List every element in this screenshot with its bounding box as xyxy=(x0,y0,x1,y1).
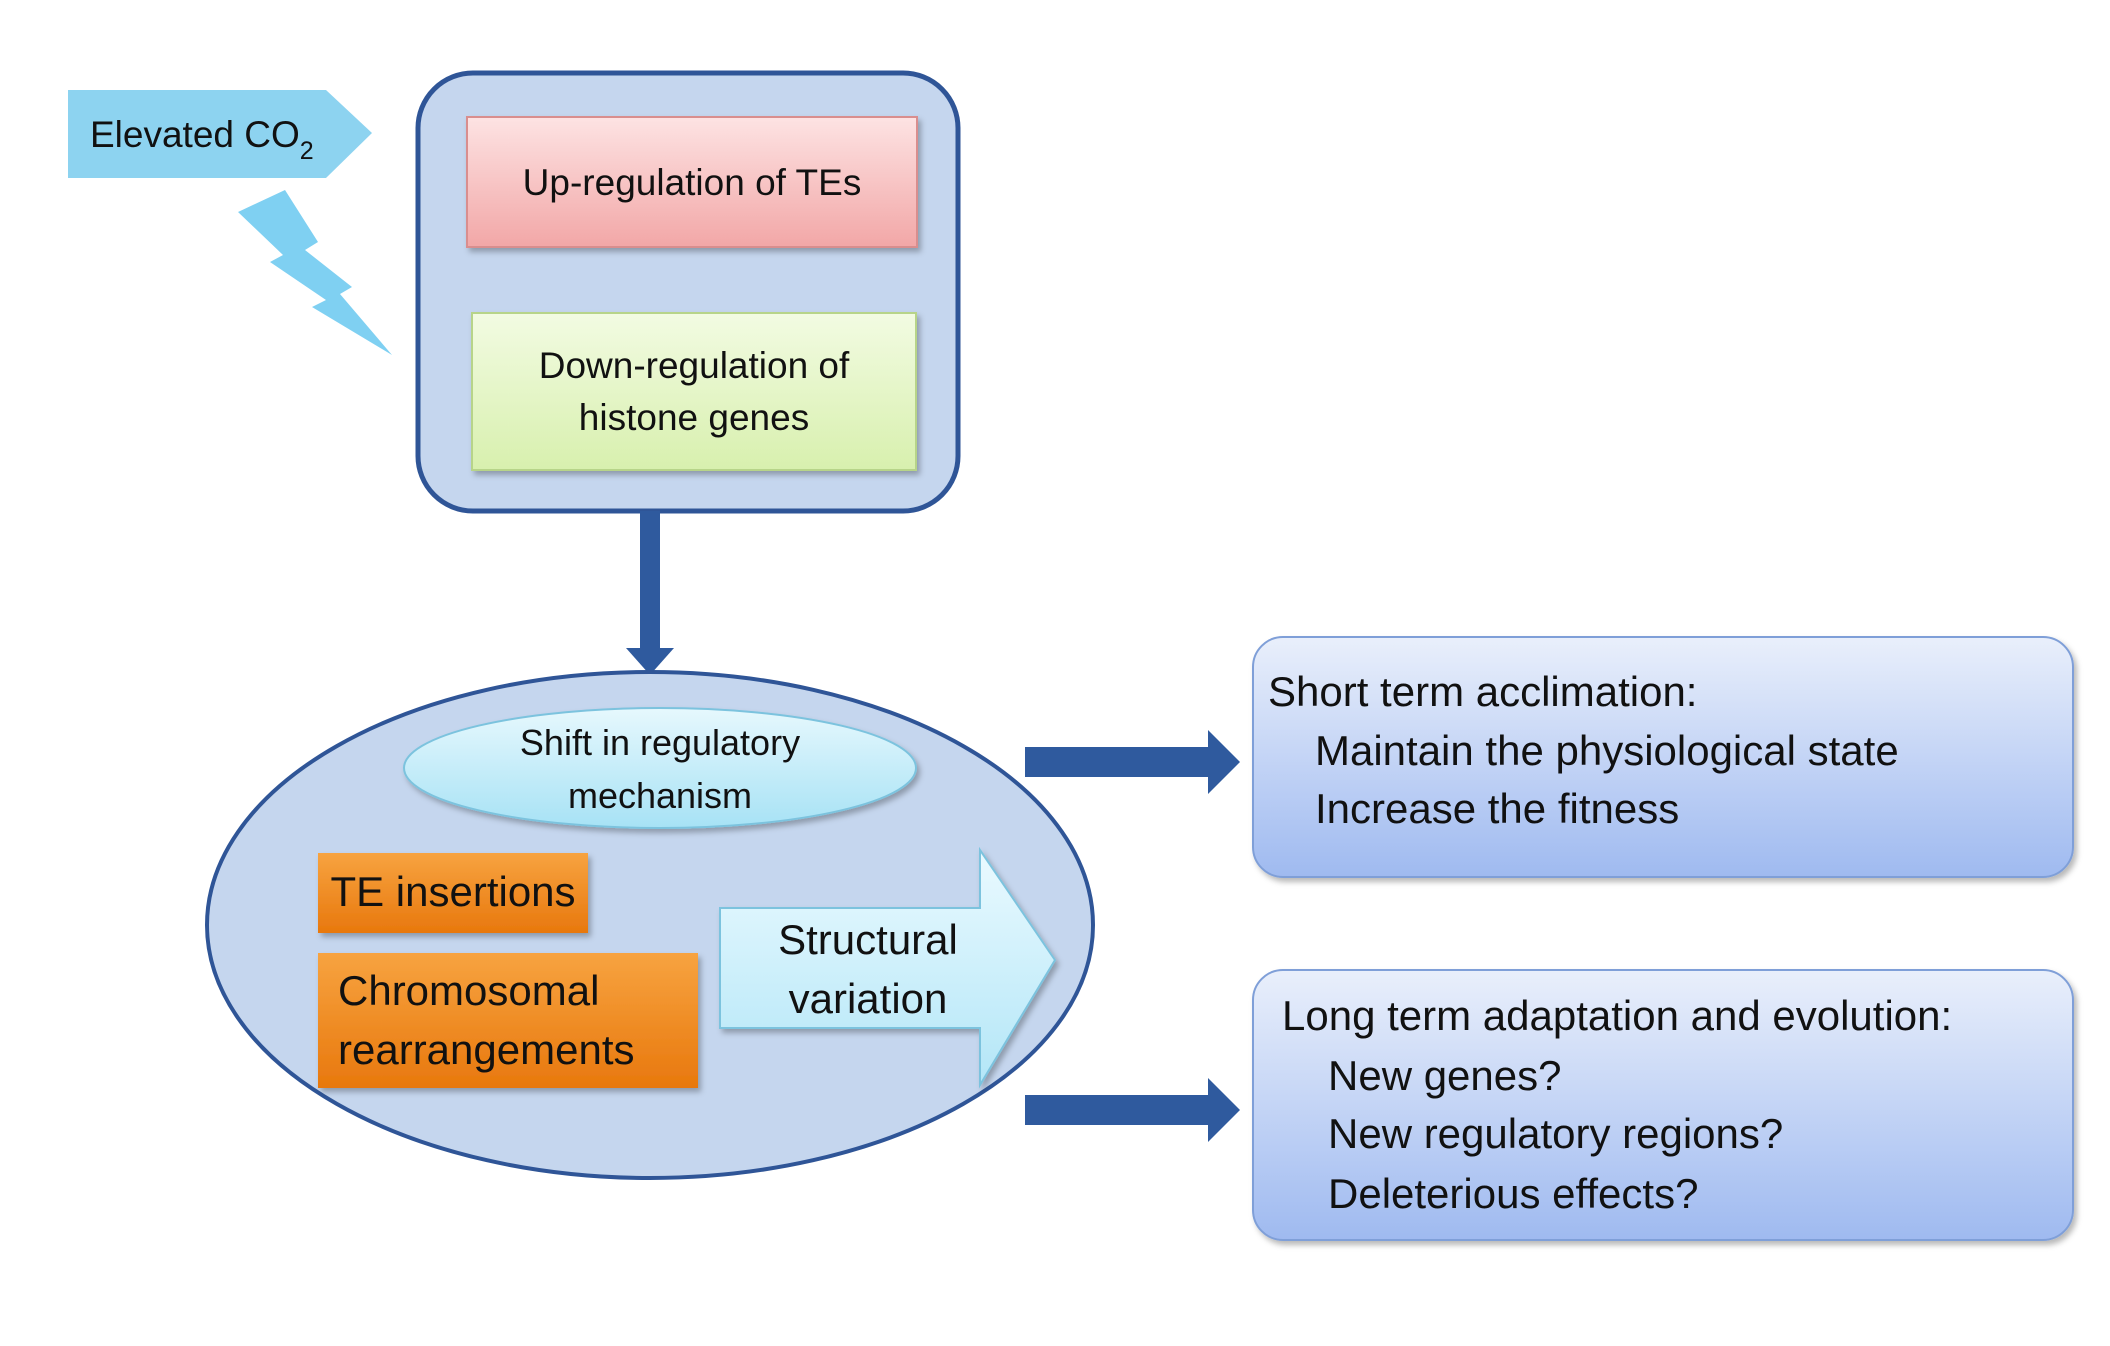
short-term-item-2: Increase the fitness xyxy=(1315,785,1679,832)
svg-text:Elevated CO2: Elevated CO2 xyxy=(90,114,314,165)
shift-ellipse xyxy=(403,707,917,829)
co2-subscript: 2 xyxy=(300,137,314,165)
long-term-item-2: New regulatory regions? xyxy=(1328,1110,1783,1157)
structural-variation-arrow xyxy=(719,846,1057,1089)
downregulation-line1: Down-regulation of xyxy=(539,345,850,386)
te-insertions-box xyxy=(318,853,588,933)
te-insertions-label: TE insertions xyxy=(330,868,575,915)
short-term-box xyxy=(1252,636,2074,878)
arrow-to-short-term xyxy=(1025,730,1240,794)
elevated-co2-label: Elevated CO xyxy=(90,114,300,155)
shift-line2: mechanism xyxy=(568,775,752,816)
chromosomal-line2: rearrangements xyxy=(338,1026,634,1073)
short-term-item-1: Maintain the physiological state xyxy=(1315,727,1899,774)
long-term-heading: Long term adaptation and evolution: xyxy=(1282,992,1952,1039)
down-arrow xyxy=(626,511,674,675)
downregulation-box xyxy=(471,312,917,471)
arrow-to-long-term xyxy=(1025,1078,1240,1142)
upregulation-box xyxy=(466,116,918,248)
structural-line1: Structural xyxy=(778,916,958,963)
upregulation-label: Up-regulation of TEs xyxy=(523,162,862,203)
long-term-item-3: Deleterious effects? xyxy=(1328,1170,1698,1217)
short-term-heading: Short term acclimation: xyxy=(1268,668,1697,715)
downregulation-line2: histone genes xyxy=(579,397,809,438)
chromosomal-line1: Chromosomal xyxy=(338,967,599,1014)
lightning-bolt-icon xyxy=(238,190,392,355)
long-term-item-1: New genes? xyxy=(1328,1052,1561,1099)
chromosomal-rearrangements-box xyxy=(318,953,698,1088)
elevated-co2-arrow: Elevated CO2 xyxy=(68,90,372,178)
long-term-box xyxy=(1252,969,2074,1241)
shift-line1: Shift in regulatory xyxy=(520,722,800,763)
structural-line2: variation xyxy=(789,975,948,1022)
